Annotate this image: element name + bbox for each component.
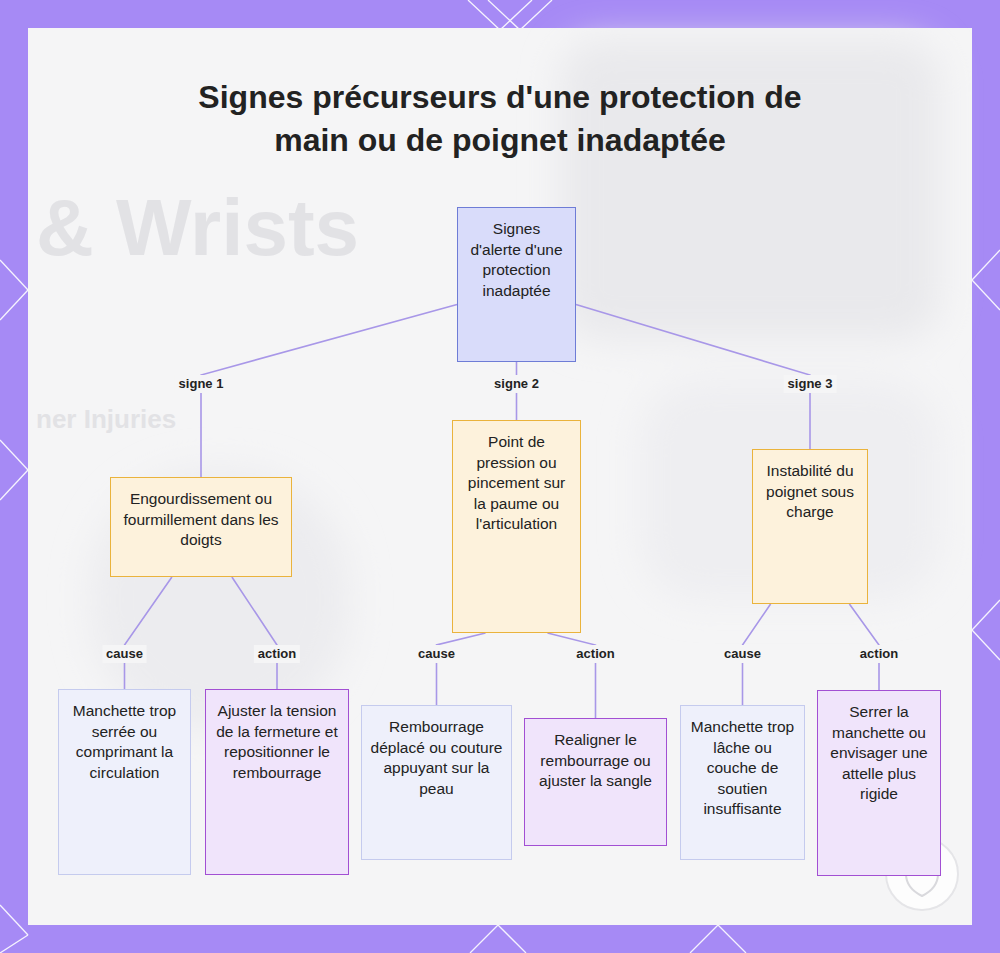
action-box: Serrer la manchette ou envisager une att…: [817, 690, 941, 876]
edge-label: cause: [102, 645, 147, 663]
connector-line: [125, 577, 172, 689]
node-text: Signes d'alerte d'une protection inadapt…: [466, 219, 567, 301]
cause-box: Manchette trop lâche ou couche de soutie…: [680, 705, 805, 860]
sign-box: Instabilité du poignet sous charge: [752, 449, 868, 604]
node-text: Realigner le rembourrage ou ajuster la s…: [533, 730, 658, 792]
node-text: Manchette trop lâche ou couche de soutie…: [689, 717, 796, 820]
edge-label: signe 2: [490, 375, 543, 393]
action-box: Realigner le rembourrage ou ajuster la s…: [524, 718, 667, 846]
diagram-title: Signes précurseurs d'une protection de m…: [175, 76, 825, 162]
node-text: Manchette trop serrée ou comprimant la c…: [67, 701, 182, 783]
action-box: Ajuster la tension de la fermeture et re…: [205, 689, 349, 875]
edge-label: action: [572, 645, 618, 663]
watermark-text: ner Injuries: [36, 404, 176, 435]
node-text: Instabilité du poignet sous charge: [761, 461, 859, 523]
node-text: Point de pression ou pincement sur la pa…: [461, 432, 572, 535]
cause-box: Rembourrage déplacé ou couture appuyant …: [361, 705, 512, 860]
sign-box: Point de pression ou pincement sur la pa…: [452, 420, 581, 633]
connector-line: [437, 633, 486, 705]
cause-box: Manchette trop serrée ou comprimant la c…: [58, 689, 191, 875]
blurred-photo: [90, 40, 940, 730]
edge-label: signe 1: [175, 375, 228, 393]
edge-label: cause: [720, 645, 765, 663]
connector-line: [201, 305, 457, 477]
edge-label: signe 3: [784, 375, 837, 393]
connector-line: [576, 305, 810, 449]
node-text: Rembourrage déplacé ou couture appuyant …: [370, 717, 503, 799]
edge-label: action: [856, 645, 902, 663]
panel: [28, 28, 972, 925]
edge-label: cause: [414, 645, 459, 663]
connector-line: [232, 577, 277, 689]
root-box: Signes d'alerte d'une protection inadapt…: [457, 207, 576, 362]
edge-label: action: [254, 645, 300, 663]
node-text: Serrer la manchette ou envisager une att…: [826, 702, 932, 805]
node-text: Engourdissement ou fourmillement dans le…: [119, 489, 283, 551]
sign-box: Engourdissement ou fourmillement dans le…: [110, 477, 292, 577]
node-text: Ajuster la tension de la fermeture et re…: [214, 701, 340, 783]
watermark-text: & Wrists: [36, 182, 359, 274]
